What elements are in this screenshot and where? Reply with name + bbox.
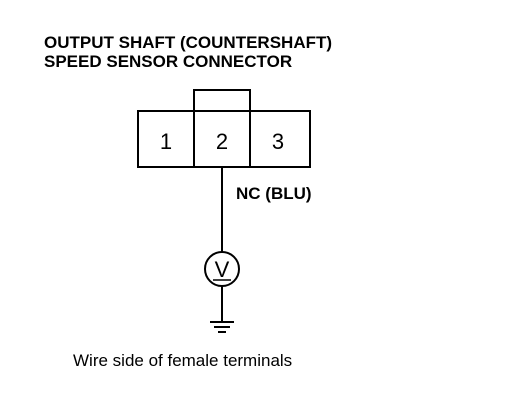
terminal-3-label: 3 bbox=[272, 129, 284, 154]
terminal-2-label: 2 bbox=[216, 129, 228, 154]
terminal-1-label: 1 bbox=[160, 129, 172, 154]
ground-icon bbox=[210, 321, 234, 333]
diagram-caption: Wire side of female terminals bbox=[73, 351, 293, 370]
connector-lock-tab bbox=[193, 89, 251, 112]
diagram-title-line-2: SPEED SENSOR CONNECTOR bbox=[44, 52, 293, 71]
connector-body bbox=[137, 110, 311, 168]
wire-color-label: NC (BLU) bbox=[236, 184, 312, 203]
voltmeter-symbol: V bbox=[215, 257, 230, 282]
diagram-title-line-1: OUTPUT SHAFT (COUNTERSHAFT) bbox=[44, 33, 333, 52]
